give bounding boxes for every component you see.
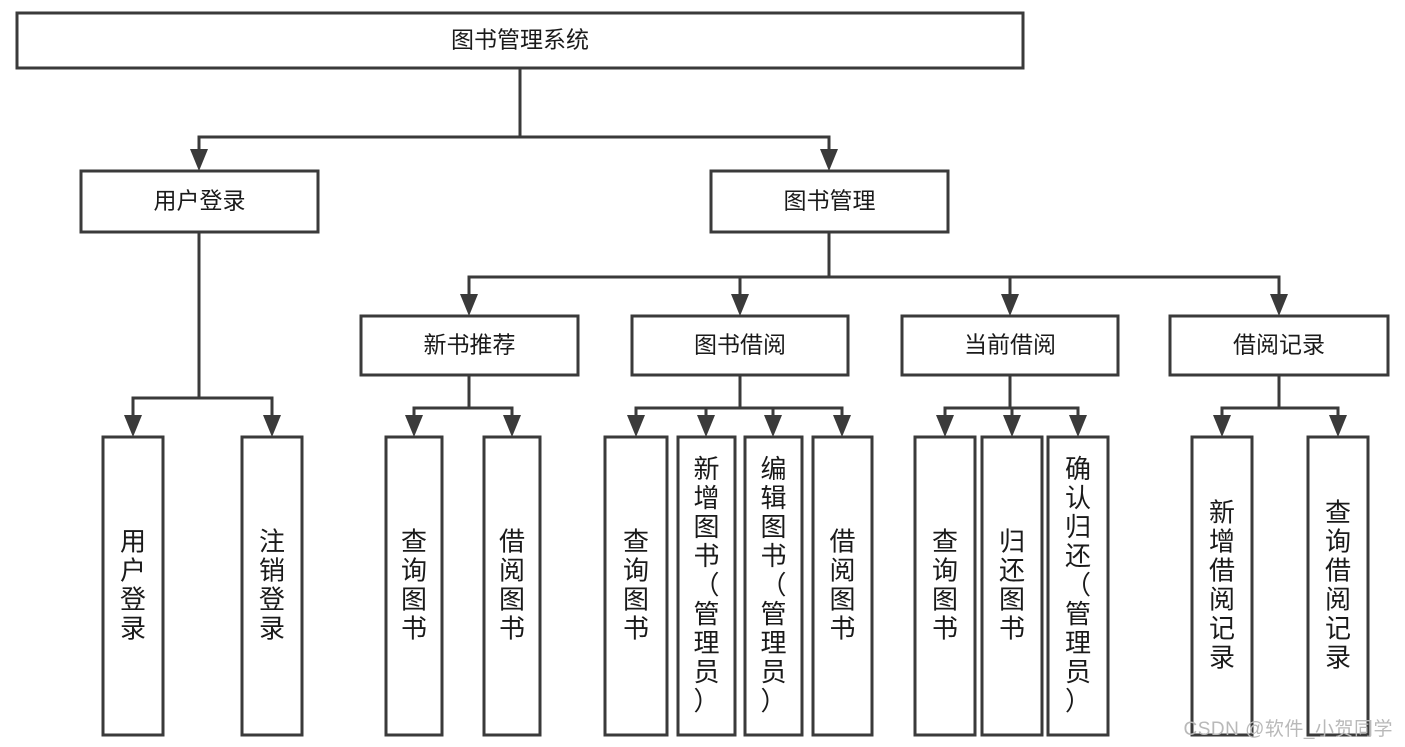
node-borrow-record[interactable]: 借阅记录: [1168, 314, 1390, 377]
node-box: [240, 435, 304, 737]
node-label: 图书管理: [784, 188, 876, 214]
node-leaf-user-login[interactable]: 用户登录: [101, 435, 165, 737]
node-label: 确认归还（管理员）: [1065, 454, 1091, 716]
node-box: [913, 435, 977, 737]
node-box: [676, 435, 737, 737]
node-label: 新书推荐: [424, 332, 516, 358]
node-box: [359, 314, 580, 377]
node-box: [900, 314, 1120, 377]
node-box: [603, 435, 669, 737]
node-label: 编辑图书（管理员）: [760, 454, 786, 716]
node-label: 查询图书: [401, 527, 427, 644]
edges-layer: [124, 66, 1347, 437]
node-label: 用户登录: [154, 188, 246, 214]
node-box: [709, 169, 950, 234]
edge-root-to-level2: [190, 66, 838, 171]
node-label: 查询图书: [932, 527, 958, 644]
node-label: 图书借阅: [694, 332, 786, 358]
node-box: [743, 435, 804, 737]
node-box: [1190, 435, 1254, 737]
node-label: 查询图书: [623, 527, 649, 644]
node-box: [1168, 314, 1390, 377]
node-box: [1046, 435, 1110, 737]
node-label: 当前借阅: [964, 332, 1056, 358]
node-box: [384, 435, 444, 737]
edge-currentborrow-to-leaves: [936, 373, 1087, 437]
node-label: 借阅图书: [499, 527, 525, 644]
nodes-layer: 图书管理系统用户登录图书管理新书推荐图书借阅当前借阅借阅记录用户登录注销登录查询…: [15, 11, 1390, 737]
node-user-login[interactable]: 用户登录: [79, 169, 320, 234]
node-leaf-borrow-book-1[interactable]: 借阅图书: [482, 435, 542, 737]
node-box: [79, 169, 320, 234]
node-box: [980, 435, 1044, 737]
node-leaf-add-book[interactable]: 新增图书（管理员）: [676, 435, 737, 737]
node-new-book-rec[interactable]: 新书推荐: [359, 314, 580, 377]
node-book-manage[interactable]: 图书管理: [709, 169, 950, 234]
edge-bookmanage-to-level3: [460, 230, 1288, 316]
node-label: 查询借阅记录: [1325, 498, 1351, 673]
node-label: 借阅记录: [1233, 332, 1325, 358]
edge-newbook-to-leaves: [405, 373, 521, 437]
edge-userlogin-to-leaves: [124, 230, 281, 437]
node-leaf-query-book-2[interactable]: 查询图书: [603, 435, 669, 737]
node-leaf-edit-book[interactable]: 编辑图书（管理员）: [743, 435, 804, 737]
node-leaf-borrow-book-2[interactable]: 借阅图书: [811, 435, 874, 737]
node-leaf-query-book-3[interactable]: 查询图书: [913, 435, 977, 737]
node-label: 借阅图书: [829, 527, 855, 644]
node-box: [1306, 435, 1370, 737]
node-box: [811, 435, 874, 737]
node-book-borrow[interactable]: 图书借阅: [630, 314, 850, 377]
node-leaf-return-book[interactable]: 归还图书: [980, 435, 1044, 737]
node-label: 用户登录: [120, 527, 146, 644]
node-leaf-query-book-1[interactable]: 查询图书: [384, 435, 444, 737]
node-label: 归还图书: [999, 527, 1025, 644]
node-root[interactable]: 图书管理系统: [15, 11, 1025, 70]
node-label: 注销登录: [259, 527, 285, 644]
node-leaf-confirm-return[interactable]: 确认归还（管理员）: [1046, 435, 1110, 737]
watermark-text: CSDN @软件_小贺同学: [1183, 719, 1393, 740]
node-box: [482, 435, 542, 737]
node-leaf-query-record[interactable]: 查询借阅记录: [1306, 435, 1370, 737]
edge-bookborrow-to-leaves: [627, 373, 851, 437]
edge-borrowrecord-to-leaves: [1213, 373, 1347, 437]
node-box: [15, 11, 1025, 70]
node-label: 新增借阅记录: [1209, 498, 1235, 673]
node-label: 图书管理系统: [451, 27, 589, 53]
node-label: 新增图书（管理员）: [693, 454, 719, 716]
node-leaf-add-record[interactable]: 新增借阅记录: [1190, 435, 1254, 737]
node-box: [630, 314, 850, 377]
node-box: [101, 435, 165, 737]
node-leaf-user-logout[interactable]: 注销登录: [240, 435, 304, 737]
node-current-borrow[interactable]: 当前借阅: [900, 314, 1120, 377]
